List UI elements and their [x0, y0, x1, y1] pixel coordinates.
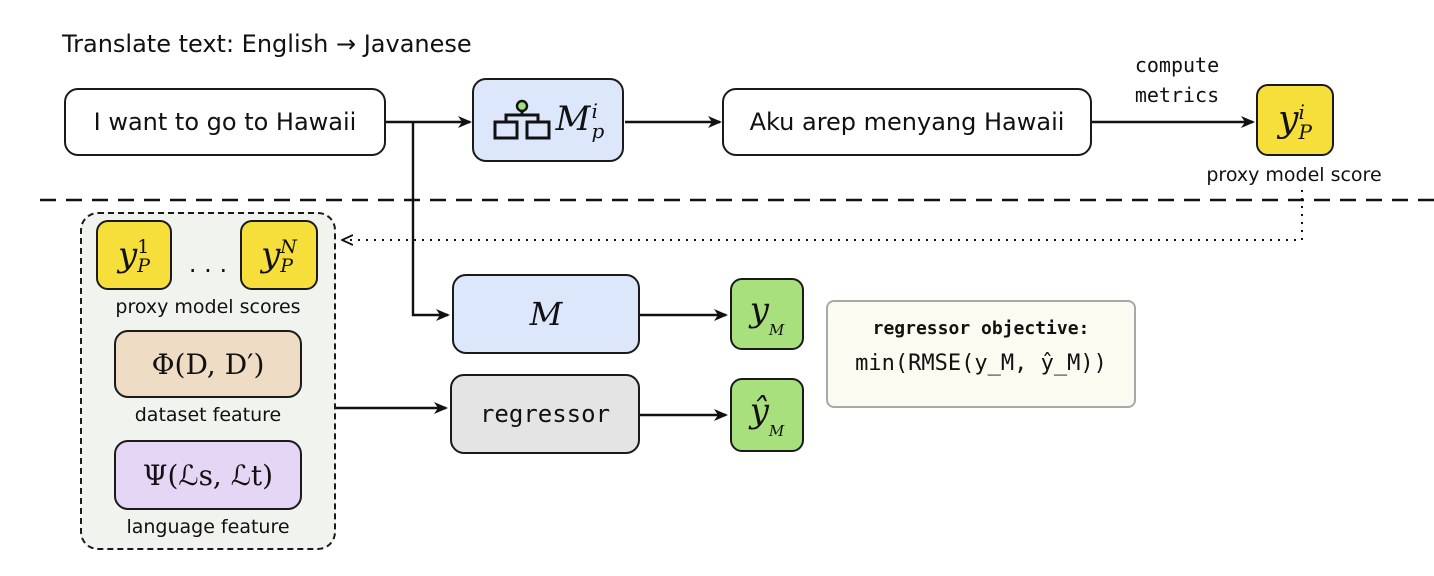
dataset-caption: dataset feature: [134, 404, 282, 426]
target-score-subscript: M: [768, 320, 785, 339]
source-sentence: I want to go to Hawaii: [93, 108, 357, 136]
language-feature: Ψ(ℒs, ℒt): [142, 458, 274, 492]
source-sentence-box: I want to go to Hawaii: [64, 88, 386, 156]
target-model-box: M: [452, 274, 640, 354]
proxy-score-symbol: y: [1278, 98, 1299, 140]
language-feature-box: Ψ(ℒs, ℒt): [114, 440, 302, 510]
dataset-feature-box: Φ(D, D′): [114, 330, 302, 398]
regressor-label: regressor: [479, 400, 611, 428]
objective-formula: min(RMSE(y_M, ŷ_M)): [855, 351, 1107, 376]
objective-title: regressor objective:: [872, 318, 1090, 339]
scores-caption: proxy model scores: [115, 296, 301, 318]
arrow-source-to-target-model: [411, 122, 450, 321]
regressor-box: regressor: [450, 374, 640, 454]
score-first-superscript: 1: [137, 235, 150, 258]
proxy-model-superscript: i: [591, 99, 598, 123]
target-score-symbol: y: [749, 289, 769, 330]
score-last-symbol: y: [261, 234, 281, 275]
network-icon: [493, 99, 551, 140]
proxy-score-caption: proxy model score: [1206, 164, 1382, 186]
score-last-superscript: N: [280, 235, 297, 258]
dataset-feature: Φ(D, D′): [151, 347, 265, 381]
proxy-score-superscript: i: [1298, 99, 1305, 124]
predicted-score-subscript: M: [768, 421, 785, 440]
predicted-score-box: ŷM: [730, 378, 804, 452]
proxy-score-subscript: P: [1298, 119, 1312, 144]
objective-box: regressor objective: min(RMSE(y_M, ŷ_M)): [826, 300, 1136, 408]
predicted-score-symbol: ŷ: [749, 390, 769, 431]
compute-label: compute: [1134, 53, 1220, 77]
score-first-subscript: P: [137, 254, 150, 277]
translated-sentence-box: Aku arep menyang Hawaii: [722, 88, 1092, 156]
translated-sentence: Aku arep menyang Hawaii: [749, 108, 1065, 136]
proxy-model-symbol: M: [555, 99, 591, 139]
score-last-subscript: P: [280, 254, 294, 277]
score-first-symbol: y: [117, 234, 138, 275]
target-score-box: yM: [730, 278, 804, 350]
arrow-score-feedback: [342, 190, 1303, 240]
compute-metrics-label: compute metrics: [1112, 50, 1242, 110]
target-model: M: [529, 295, 563, 333]
metrics-label: metrics: [1134, 83, 1220, 107]
proxy-model-subscript: p: [591, 119, 605, 143]
task-title: Translate text: English → Javanese: [62, 30, 472, 58]
scores-ellipsis: . . .: [188, 250, 228, 278]
language-caption: language feature: [126, 516, 290, 538]
